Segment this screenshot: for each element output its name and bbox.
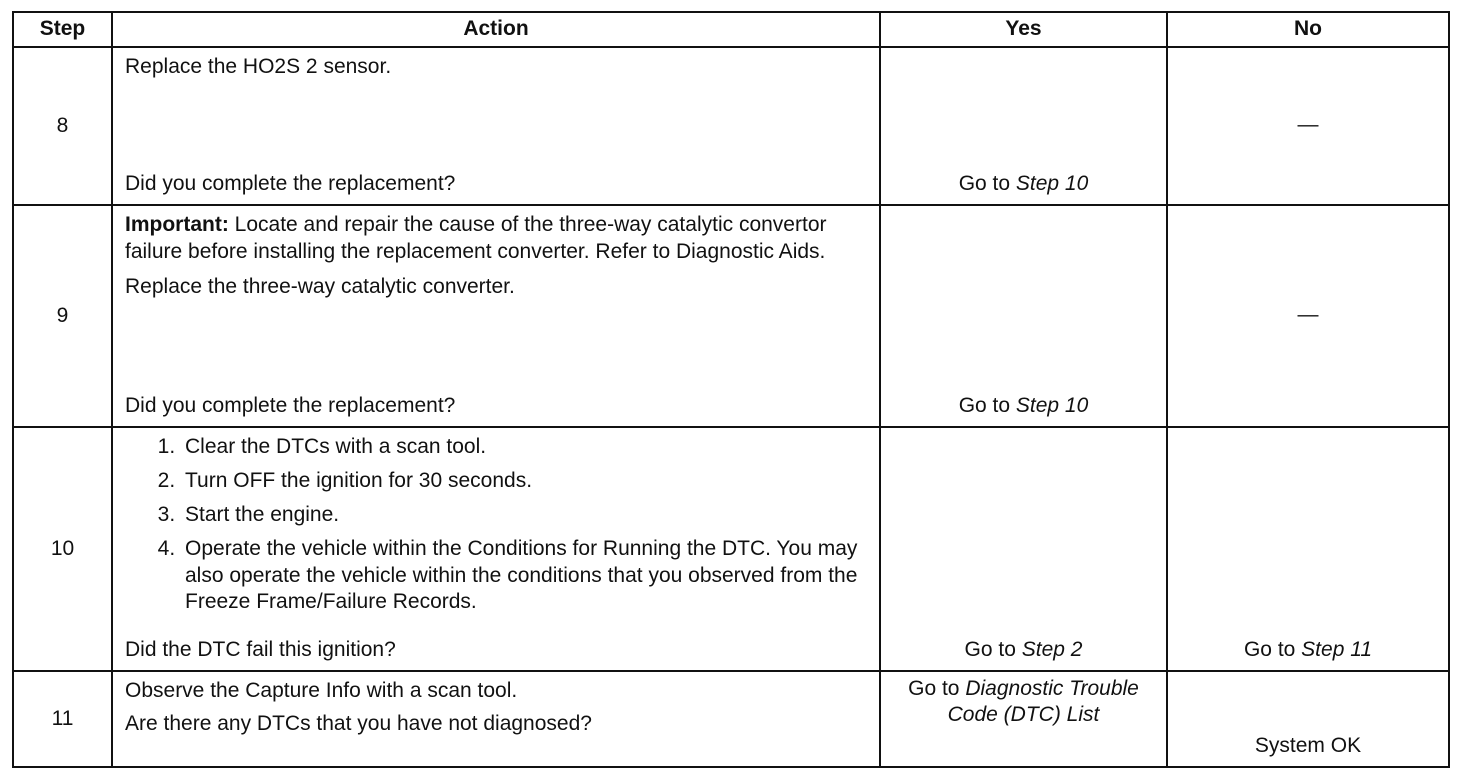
action-text: Replace the three-way catalytic converte… xyxy=(125,274,515,298)
no-result: — xyxy=(1297,112,1319,136)
header-no: No xyxy=(1166,11,1450,48)
yes-cell: Go to Step 2 xyxy=(879,426,1168,672)
no-cell: Go to Step 11 xyxy=(1166,426,1450,672)
yes-result: Go to Diagnostic Trouble Code (DTC) List xyxy=(908,677,1139,727)
list-item: Turn OFF the ignition for 30 seconds. xyxy=(181,468,869,495)
list-item: Operate the vehicle within the Condition… xyxy=(181,536,869,617)
action-text: Observe the Capture Info with a scan too… xyxy=(125,679,518,702)
header-step: Step xyxy=(12,11,113,48)
action-question: Did the DTC fail this ignition? xyxy=(125,638,396,662)
yes-result: Go to Step 2 xyxy=(964,638,1083,662)
no-result: — xyxy=(1297,302,1319,326)
yes-step-link: Step 10 xyxy=(1015,172,1089,196)
table-row-step-8: 8 Replace the HO2S 2 sensor. Did you com… xyxy=(12,46,1450,206)
important-text: Locate and repair the cause of the three… xyxy=(125,213,827,263)
step-number: 9 xyxy=(12,204,113,428)
action-question: Are there any DTCs that you have not dia… xyxy=(125,711,592,735)
step-number: 10 xyxy=(12,426,113,672)
table-row-step-10: 10 Clear the DTCs with a scan tool. Turn… xyxy=(12,426,1450,672)
action-question: Did you complete the replacement? xyxy=(125,394,456,418)
yes-result: Go to Step 10 xyxy=(958,172,1089,196)
table-header-row: Step Action Yes No xyxy=(12,11,1450,48)
yes-cell: Go to Step 10 xyxy=(879,204,1168,428)
diagnostic-table: Step Action Yes No 8 Replace the HO2S 2 … xyxy=(12,11,1450,768)
yes-step-link: Step 10 xyxy=(1015,394,1089,418)
no-step-link: Step 11 xyxy=(1301,638,1373,662)
action-text: Replace the HO2S 2 sensor. xyxy=(125,55,392,78)
step-number: 11 xyxy=(12,670,113,768)
header-action: Action xyxy=(111,11,881,48)
action-cell: Observe the Capture Info with a scan too… xyxy=(111,670,881,768)
no-cell: System OK xyxy=(1166,670,1450,768)
no-result: System OK xyxy=(1254,734,1362,758)
action-cell: Replace the HO2S 2 sensor. Did you compl… xyxy=(111,46,881,206)
action-cell: Clear the DTCs with a scan tool. Turn OF… xyxy=(111,426,881,672)
yes-step-link: Diagnostic Trouble Code (DTC) List xyxy=(947,677,1139,727)
yes-cell: Go to Step 10 xyxy=(879,46,1168,206)
list-item: Clear the DTCs with a scan tool. xyxy=(181,434,869,461)
step-number: 8 xyxy=(12,46,113,206)
action-cell: Important: Locate and repair the cause o… xyxy=(111,204,881,428)
table-row-step-11: 11 Observe the Capture Info with a scan … xyxy=(12,670,1450,768)
important-note: Important: Locate and repair the cause o… xyxy=(125,212,869,266)
yes-cell: Go to Diagnostic Trouble Code (DTC) List xyxy=(879,670,1168,768)
no-cell: — xyxy=(1166,46,1450,206)
list-item: Start the engine. xyxy=(181,502,869,529)
header-yes: Yes xyxy=(879,11,1168,48)
no-result: Go to Step 11 xyxy=(1243,638,1373,662)
yes-step-link: Step 2 xyxy=(1021,638,1083,662)
important-label: Important: xyxy=(125,213,229,236)
no-cell: — xyxy=(1166,204,1450,428)
action-question: Did you complete the replacement? xyxy=(125,172,456,196)
yes-result: Go to Step 10 xyxy=(958,394,1089,418)
action-steps-list: Clear the DTCs with a scan tool. Turn OF… xyxy=(125,434,869,616)
table-row-step-9: 9 Important: Locate and repair the cause… xyxy=(12,204,1450,428)
